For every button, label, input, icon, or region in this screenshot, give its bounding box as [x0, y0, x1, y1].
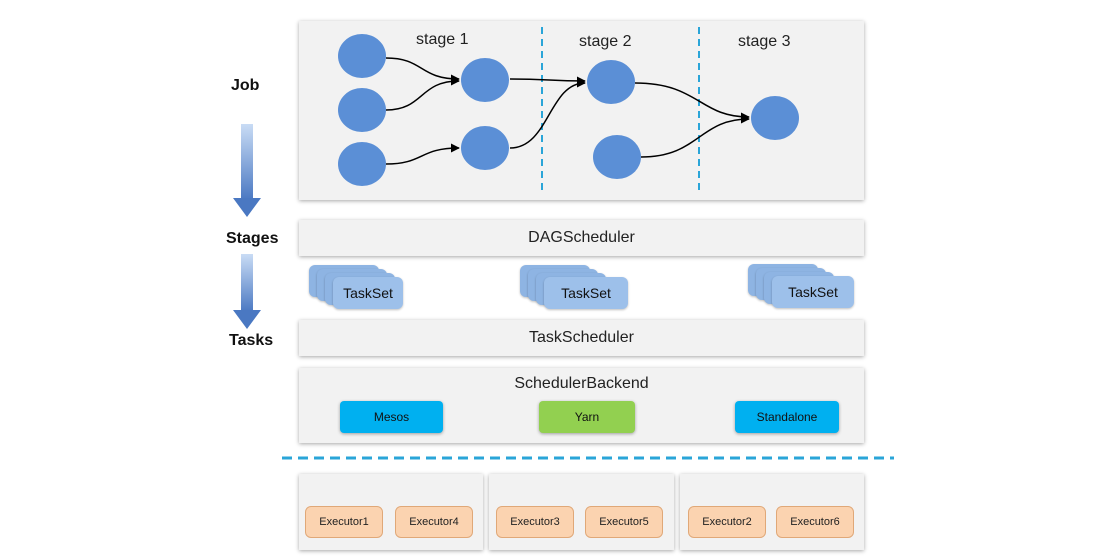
taskset-label: TaskSet	[544, 277, 628, 309]
taskset-1: TaskSet	[309, 265, 403, 313]
stage-1-label: stage 1	[416, 31, 469, 48]
executor-box: Executor1	[305, 506, 383, 538]
taskset-2: TaskSet	[520, 265, 630, 313]
dag-graph	[338, 27, 799, 193]
stage-3-label: stage 3	[738, 33, 791, 50]
executor-group-1: Executor1 Executor4	[299, 474, 483, 550]
mesos-option[interactable]: Mesos	[340, 401, 443, 433]
job-dag-panel: stage 1 stage 2 stage 3	[299, 21, 864, 200]
taskset-label: TaskSet	[333, 277, 403, 309]
dag-scheduler-title: DAGScheduler	[528, 229, 635, 246]
edge-g-to-h	[640, 114, 750, 158]
taskset-label: TaskSet	[772, 276, 854, 308]
job-label: Job	[231, 77, 260, 94]
task-scheduler-bar: TaskScheduler	[299, 320, 864, 356]
dag-node	[593, 135, 641, 179]
dag-scheduler-bar: DAGScheduler	[299, 220, 864, 256]
executor-box: Executor2	[688, 506, 766, 538]
dag-node	[338, 142, 386, 186]
executor-box: Executor5	[585, 506, 663, 538]
dag-node	[338, 34, 386, 78]
executor-box: Executor4	[395, 506, 473, 538]
standalone-option[interactable]: Standalone	[735, 401, 839, 433]
executor-group-3: Executor2 Executor6	[680, 474, 864, 550]
executor-box: Executor3	[496, 506, 574, 538]
edge-c-to-e	[385, 143, 460, 165]
stages-to-tasks-arrow	[233, 254, 261, 329]
dag-node	[461, 58, 509, 102]
executor-group-2: Executor3 Executor5	[489, 474, 674, 550]
dag-node	[461, 126, 509, 170]
edge-f-to-h	[634, 82, 750, 122]
dag-node	[587, 60, 635, 104]
dag-node	[751, 96, 799, 140]
dag-node	[338, 88, 386, 132]
stages-label: Stages	[226, 230, 279, 247]
stage-2-label: stage 2	[579, 33, 632, 50]
edge-a-to-d	[385, 57, 460, 84]
scheduler-backend-panel: SchedulerBackend Mesos Yarn Standalone	[299, 368, 864, 443]
yarn-option[interactable]: Yarn	[539, 401, 635, 433]
cluster-separator	[282, 456, 894, 460]
task-scheduler-title: TaskScheduler	[529, 329, 634, 346]
taskset-3: TaskSet	[748, 264, 858, 312]
executor-box: Executor6	[776, 506, 854, 538]
job-to-stages-arrow	[233, 124, 261, 217]
edge-d-to-f	[509, 76, 586, 86]
edge-b-to-d	[385, 76, 460, 111]
scheduler-backend-title: SchedulerBackend	[514, 375, 649, 392]
tasks-label: Tasks	[229, 332, 274, 349]
edge-e-to-f	[509, 78, 586, 149]
